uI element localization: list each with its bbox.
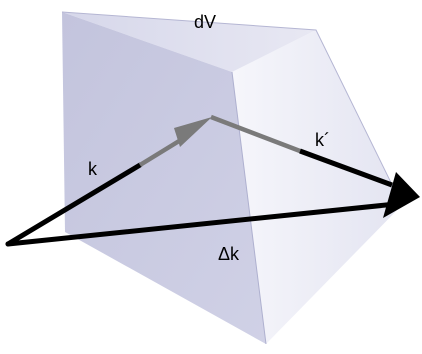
difference-vector-shaft bbox=[5, 201, 399, 247]
prism-front-edge bbox=[231, 71, 267, 345]
scattered-vector-black-segment bbox=[299, 148, 393, 188]
prism-right-face bbox=[232, 30, 402, 344]
incident-vector-k bbox=[5, 117, 212, 247]
incident-arrowhead-icon bbox=[174, 117, 212, 147]
incident-vector-black-segment bbox=[5, 162, 143, 247]
incident-vector-gray-segment bbox=[138, 136, 186, 167]
prism-front-face bbox=[62, 12, 266, 344]
difference-vector-delta-k bbox=[5, 201, 399, 247]
scattered-vector-gray-segment bbox=[210, 114, 301, 154]
difference-vector-label: Δk bbox=[218, 244, 240, 264]
prism-edges bbox=[61, 11, 403, 206]
volume-prism bbox=[61, 11, 403, 345]
scattered-vector-label: k´ bbox=[315, 130, 330, 150]
prism-top-face bbox=[62, 12, 316, 72]
incident-vector-label: k bbox=[88, 159, 98, 179]
volume-label: dV bbox=[194, 12, 216, 32]
